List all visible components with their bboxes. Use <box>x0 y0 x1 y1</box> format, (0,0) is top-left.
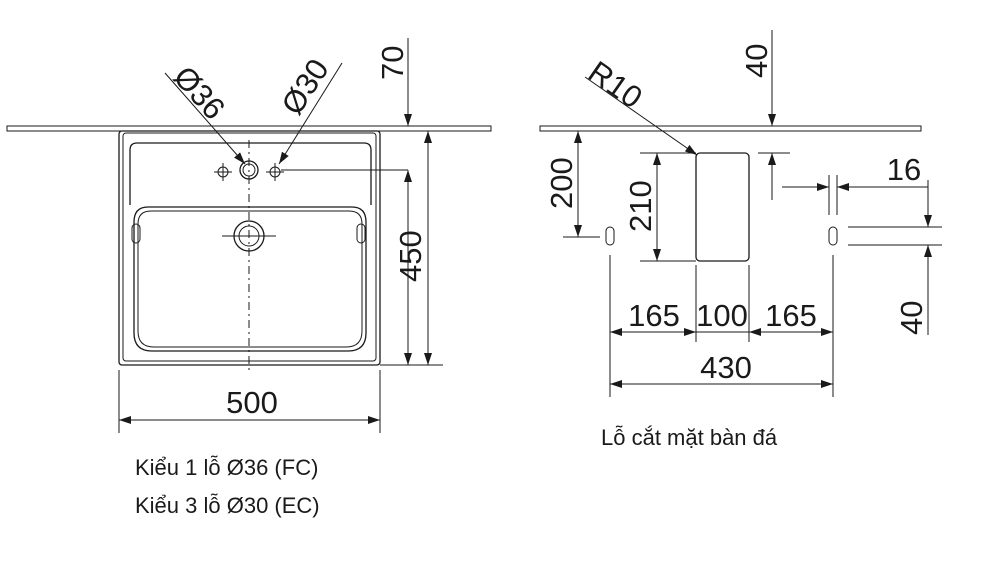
caption-type-1: Kiểu 1 lỗ Ø36 (FC) <box>135 455 318 480</box>
caption-cutout: Lỗ cắt mặt bàn đá <box>601 425 778 450</box>
dim-depth-210: 210 <box>623 180 658 232</box>
basin-bowl <box>133 206 367 352</box>
countertop-right <box>539 125 922 132</box>
leader-d36 <box>164 72 246 165</box>
dim-middle-100: 100 <box>696 298 748 333</box>
dim-top-offset-70: 70 <box>375 46 410 80</box>
dim-right-165: 165 <box>765 298 817 333</box>
basin-deck <box>129 142 372 205</box>
dim-left-165: 165 <box>628 298 680 333</box>
dim-hole-small: Ø30 <box>275 53 336 121</box>
dim-hole-large: Ø36 <box>167 59 232 126</box>
leader-r10 <box>584 76 698 156</box>
dim-slot-height-40: 40 <box>894 301 929 335</box>
dim-corner-radius: R10 <box>582 54 649 115</box>
dim-depth-200: 200 <box>544 157 579 209</box>
cutout-rectangle <box>695 152 750 262</box>
basin-bowl-inner <box>137 210 363 348</box>
dim-width-500: 500 <box>226 385 278 420</box>
countertop-left <box>6 125 492 132</box>
overflow-slot-right <box>356 223 366 244</box>
countertop-cutout-view: R10 40 200 210 16 40 165 <box>539 30 942 450</box>
basin-outer-body <box>118 130 381 366</box>
tap-hole-center <box>239 160 259 180</box>
basin-front-view: Ø36 Ø30 70 450 500 Kiểu 1 lỗ Ø36 (FC) Ki… <box>6 38 492 518</box>
overflow-cutout-left <box>605 226 615 246</box>
overflow-cutout-right <box>828 226 838 246</box>
dim-height-450: 450 <box>393 230 428 282</box>
leader-d30 <box>278 62 343 165</box>
dim-slot-width-16: 16 <box>887 152 921 187</box>
overflow-slot-left <box>131 223 141 244</box>
caption-type-3: Kiểu 3 lỗ Ø30 (EC) <box>135 493 320 518</box>
dim-total-430: 430 <box>700 350 752 385</box>
tap-hole-center-inner <box>242 163 256 177</box>
dim-top-offset-40: 40 <box>739 44 774 78</box>
